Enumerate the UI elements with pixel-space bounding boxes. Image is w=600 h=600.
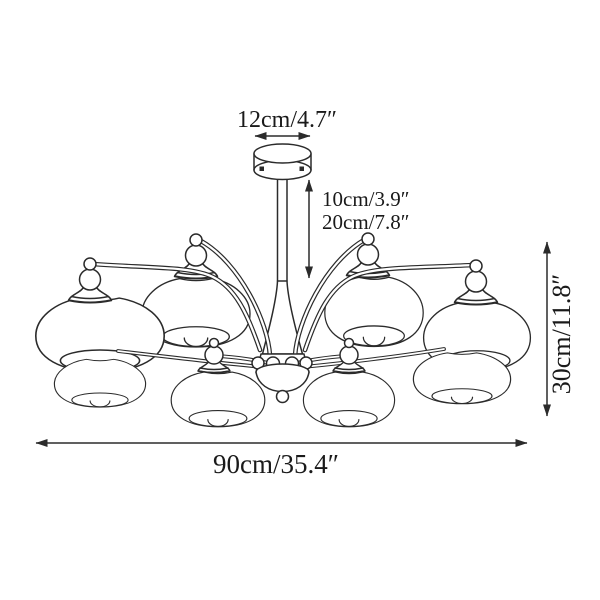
dimension-canopy-width: 12cm/4.7″ — [237, 107, 337, 140]
hub-bowl — [255, 363, 310, 404]
lamp-front-center-right — [302, 337, 396, 428]
lamp-back-right — [324, 232, 424, 348]
arm-side-left — [90, 261, 263, 353]
dimension-fixture-width: 90cm/35.4″ — [35, 439, 528, 479]
dimension-fixture-height: 30cm/11.8″ — [543, 241, 576, 417]
arm-front-outer-right — [301, 347, 446, 369]
lamp-front-center-left — [170, 337, 266, 428]
arm-side-right — [302, 262, 475, 353]
arm-back-left — [198, 238, 273, 359]
drop-rod — [276, 165, 288, 282]
chandelier-fixture — [34, 143, 532, 428]
fixture-width-label: 90cm/35.4″ — [213, 449, 339, 479]
canopy-screw-left — [259, 166, 264, 171]
rod-length-short-label: 10cm/3.9″ — [322, 187, 410, 211]
arm-front-outer-left — [116, 349, 264, 369]
dimension-annotations: 12cm/4.7″ 10cm/3.9″ 20cm/7.8″ 30cm/11.8″… — [35, 107, 576, 479]
canopy-screw-right — [299, 166, 304, 171]
dimension-rod-length: 10cm/3.9″ 20cm/7.8″ — [305, 179, 410, 279]
lamp-front-outer-right — [412, 352, 512, 405]
ceiling-canopy — [253, 143, 312, 181]
fixture-height-label: 30cm/11.8″ — [547, 274, 576, 394]
hub-finial-ball — [275, 389, 290, 404]
arm-back-right — [292, 237, 367, 359]
lamp-front-outer-left — [53, 358, 147, 408]
rod-length-long-label: 20cm/7.8″ — [322, 210, 410, 234]
canopy-width-label: 12cm/4.7″ — [237, 107, 337, 133]
